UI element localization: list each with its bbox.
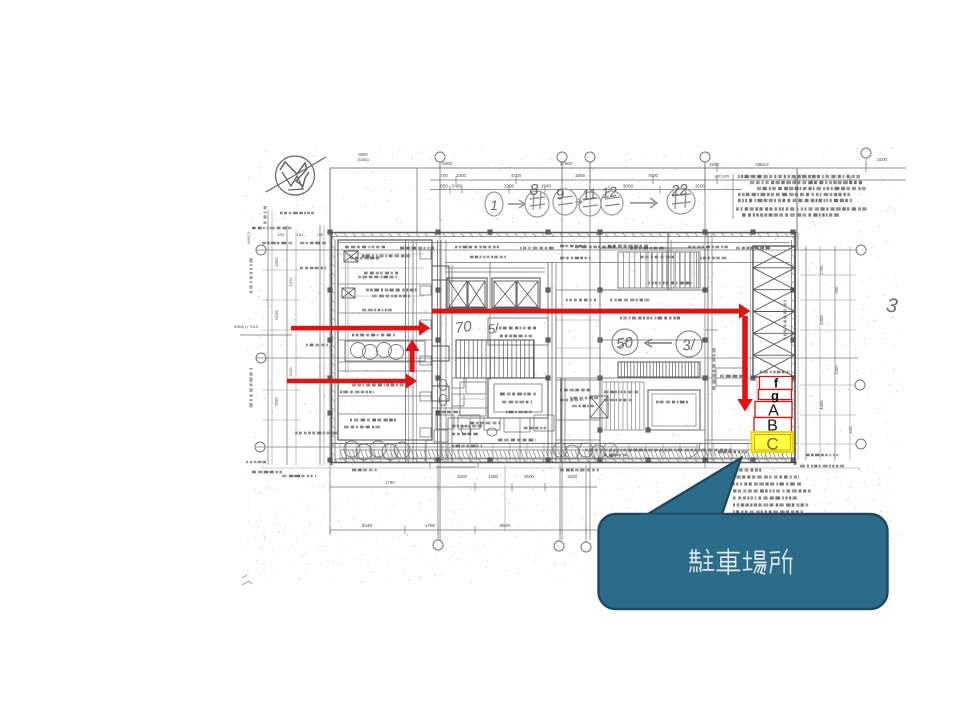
- svg-text:850: 850: [440, 184, 448, 189]
- svg-text:1700: 1700: [819, 265, 824, 275]
- svg-text:8950(1) 7015: 8950(1) 7015: [234, 324, 259, 329]
- svg-text:1500: 1500: [457, 474, 468, 479]
- svg-text:g: g: [771, 388, 779, 403]
- svg-text:3200: 3200: [504, 184, 515, 189]
- svg-text:4300: 4300: [834, 365, 839, 375]
- svg-text:f: f: [774, 376, 779, 391]
- svg-text:5/: 5/: [486, 320, 501, 337]
- svg-text:4700: 4700: [511, 173, 522, 178]
- svg-text:22: 22: [669, 181, 689, 200]
- svg-text:1540: 1540: [541, 184, 552, 189]
- svg-text:-150: -150: [276, 232, 285, 237]
- svg-text:1070: 1070: [288, 277, 293, 287]
- svg-text:3/: 3/: [681, 336, 697, 354]
- svg-text:3000: 3000: [623, 184, 634, 189]
- svg-text:850,895: 850,895: [715, 174, 730, 179]
- svg-text:1500: 1500: [567, 474, 578, 479]
- svg-text:845(?): 845(?): [246, 232, 251, 244]
- svg-text:5349: 5349: [362, 523, 373, 528]
- svg-text:1790: 1790: [425, 523, 436, 528]
- svg-text:1790: 1790: [385, 480, 395, 485]
- svg-text:4500: 4500: [819, 400, 824, 410]
- svg-text:11: 11: [581, 185, 598, 203]
- svg-text:9: 9: [555, 185, 567, 203]
- svg-text:900: 900: [834, 286, 839, 294]
- svg-text:1500: 1500: [709, 162, 720, 167]
- svg-text:150: 150: [297, 232, 304, 237]
- svg-text:3300: 3300: [456, 173, 467, 178]
- svg-text:7500: 7500: [648, 173, 659, 178]
- svg-text:A: A: [768, 403, 779, 420]
- svg-text:5100: 5100: [288, 367, 293, 377]
- svg-text:7505: 7505: [274, 397, 279, 407]
- svg-text:(5350): (5350): [357, 157, 369, 162]
- svg-text:12: 12: [600, 183, 618, 201]
- svg-text:8: 8: [530, 182, 539, 199]
- svg-text:4300: 4300: [819, 315, 824, 325]
- svg-text:1855: 1855: [575, 173, 586, 178]
- svg-text:8500: 8500: [358, 152, 368, 157]
- svg-text:1380: 1380: [488, 474, 499, 479]
- svg-text:1005: 1005: [274, 257, 279, 267]
- svg-text:700: 700: [440, 173, 448, 178]
- svg-text:1500: 1500: [695, 184, 706, 189]
- svg-text:1: 1: [490, 197, 498, 213]
- svg-text:17500: 17500: [560, 161, 573, 166]
- svg-text:1500: 1500: [442, 161, 453, 166]
- svg-text:1500: 1500: [877, 157, 888, 162]
- svg-text:4553.8: 4553.8: [755, 162, 769, 167]
- svg-text:3500: 3500: [524, 474, 535, 479]
- svg-text:B: B: [767, 418, 778, 435]
- svg-text:C: C: [766, 435, 778, 454]
- svg-text:70: 70: [454, 318, 474, 337]
- svg-text:6155: 6155: [274, 310, 279, 320]
- svg-text:515: 515: [848, 426, 853, 434]
- svg-text:3: 3: [885, 294, 899, 317]
